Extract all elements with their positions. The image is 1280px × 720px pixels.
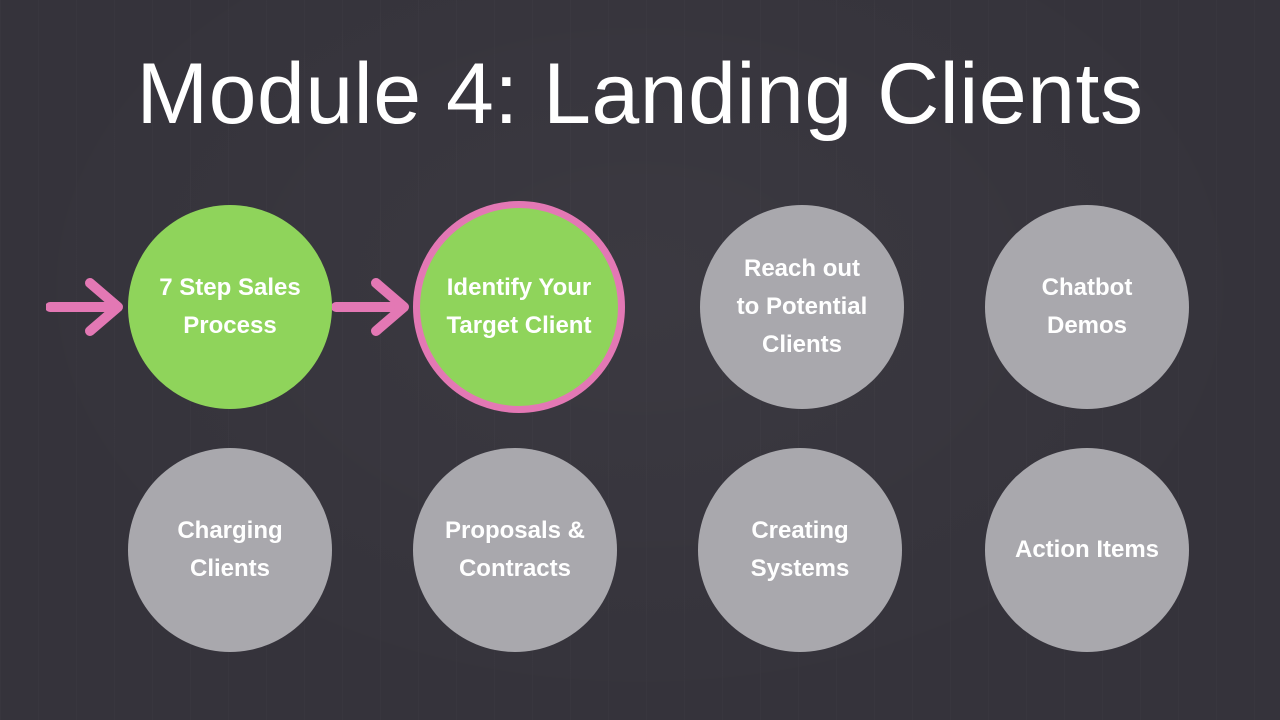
step-node-sales-process[interactable]: 7 Step Sales Process bbox=[128, 205, 332, 409]
step-node-charging-clients[interactable]: Charging Clients bbox=[128, 448, 332, 652]
step-label: Reach out to Potential Clients bbox=[736, 255, 868, 358]
step-label: Charging Clients bbox=[177, 517, 283, 582]
arrow-right-icon bbox=[46, 278, 123, 336]
arrow-right-icon bbox=[332, 278, 409, 336]
step-node-reach-out[interactable]: Reach out to Potential Clients bbox=[700, 205, 904, 409]
slide-title: Module 4: Landing Clients bbox=[136, 46, 1144, 142]
step-label: Proposals & Contracts bbox=[444, 517, 586, 582]
step-node-proposals-contracts[interactable]: Proposals & Contracts bbox=[413, 448, 617, 652]
step-label: Creating Systems bbox=[750, 517, 850, 582]
step-node-creating-systems[interactable]: Creating Systems bbox=[698, 448, 902, 652]
step-label: Identify Your Target Client bbox=[446, 274, 592, 339]
step-label: 7 Step Sales Process bbox=[159, 274, 301, 339]
step-label: Action Items bbox=[1014, 536, 1160, 563]
step-node-identify-target-client[interactable]: Identify Your Target Client bbox=[413, 201, 625, 413]
step-node-chatbot-demos[interactable]: Chatbot Demos bbox=[985, 205, 1189, 409]
step-label: Chatbot Demos bbox=[1041, 274, 1133, 339]
step-node-action-items[interactable]: Action Items bbox=[985, 448, 1189, 652]
